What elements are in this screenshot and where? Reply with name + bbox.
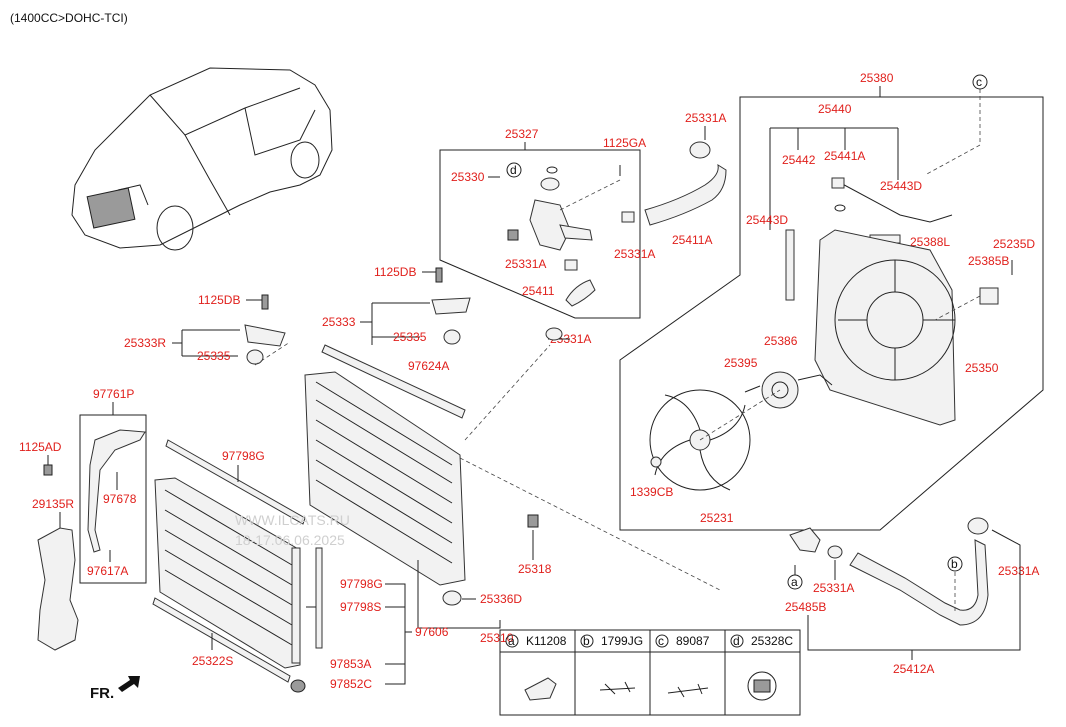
label-25411: 25411 (522, 284, 555, 298)
label-25386: 25386 (764, 334, 798, 348)
label-1125GA: 1125GA (603, 136, 646, 150)
label-25485B: 25485B (785, 600, 826, 614)
callout-d (506, 162, 522, 178)
legend-letter-c: c (658, 634, 664, 648)
legend-letter-a: a (508, 634, 515, 648)
label-97606: 97606 (415, 625, 449, 639)
legend-row-b: b 1799JG (580, 634, 643, 695)
label-29135R: 29135R (32, 497, 74, 511)
label-25442: 25442 (782, 153, 816, 167)
label-97852C: 97852C (330, 677, 372, 691)
label-25330: 25330 (451, 170, 485, 184)
label-97617A: 97617A (87, 564, 128, 578)
label-25322S: 25322S (192, 654, 233, 668)
label-25441A: 25441A (824, 149, 865, 163)
label-25395: 25395 (724, 356, 758, 370)
condenser-group: 97798G 25322S 97798G 97798S 97606 97853A… (152, 439, 449, 693)
label-1125AD: 1125AD (19, 440, 62, 454)
label-25333R: 25333R (124, 336, 166, 350)
label-25335-left: 25335 (197, 349, 231, 363)
label-25231: 25231 (700, 511, 734, 525)
fan-shroud-group: 25380 c 25440 25442 25441A 25443D 25443D… (619, 71, 1044, 531)
radiator-group: 25310 25336D 25318 (304, 344, 721, 645)
engine-spec-header: (1400CC>DOHC-TCI) (10, 11, 128, 25)
label-25380: 25380 (860, 71, 894, 85)
label-25336D: 25336D (480, 592, 522, 606)
label-25440: 25440 (818, 102, 852, 116)
legend-row-a: a K11208 (505, 634, 567, 701)
legend-row-d: d 25328C (730, 634, 793, 701)
callout-d-letter: d (510, 163, 517, 177)
label-25385B: 25385B (968, 254, 1009, 268)
legend-letter-b: b (583, 634, 590, 648)
label-25411A: 25411A (672, 233, 712, 247)
legend-table: a K11208 b 1799JG c 89087 d 25328C (499, 629, 801, 716)
lower-hose-group: a 25485B 25331A 25331A b 25412A (785, 517, 1039, 676)
label-25350: 25350 (965, 361, 999, 375)
vehicle-illustration (71, 67, 333, 251)
label-25331A-right: 25331A (998, 564, 1039, 578)
label-97678: 97678 (103, 492, 137, 506)
front-direction-indicator: FR. (90, 676, 140, 702)
label-25443D-left: 25443D (746, 213, 788, 227)
label-97761P: 97761P (93, 387, 134, 401)
reservoir-group: 25327 1125GA 25330 d 25331A 25331A 25411 (439, 127, 655, 319)
label-25331A-lower: 25331A (813, 581, 854, 595)
label-25310: 25310 (480, 631, 514, 645)
legend-code-a: K11208 (526, 634, 567, 648)
callout-b-letter: b (951, 557, 958, 571)
callout-a-letter: a (791, 575, 798, 589)
front-arrow-icon (118, 676, 140, 692)
label-25333: 25333 (322, 315, 356, 329)
left-bracket-group: 97761P 97678 97617A 1125AD 29135R (19, 387, 147, 651)
label-97798G-top: 97798G (222, 449, 265, 463)
label-1125DB-left: 1125DB (198, 293, 240, 307)
callout-c-letter: c (976, 75, 982, 89)
legend-code-d: 25328C (751, 634, 793, 648)
label-97798G-bottom: 97798G (340, 577, 383, 591)
label-1339CB: 1339CB (630, 485, 673, 499)
upper-hose-group: 25331A 25411A (644, 111, 727, 247)
label-1125DB-right: 1125DB (374, 265, 416, 279)
label-25331A-reservoir: 25331A (505, 257, 546, 271)
callout-b (947, 556, 963, 572)
label-25331A-top: 25331A (685, 111, 726, 125)
label-25412A: 25412A (893, 662, 934, 676)
label-25443D-top: 25443D (880, 179, 922, 193)
legend-letter-d: d (733, 634, 740, 648)
legend-code-c: 89087 (676, 634, 710, 648)
label-25388L: 25388L (910, 235, 950, 249)
label-97798S: 97798S (340, 600, 381, 614)
legend-code-b: 1799JG (601, 634, 643, 648)
radiator-mount-group: 1125DB 25333 25335 25331A 97624A 1125DB … (124, 265, 591, 419)
label-97624A: 97624A (408, 359, 449, 373)
watermark-date: 18-17.06.06.2025 (235, 532, 345, 548)
label-25335-right: 25335 (393, 330, 427, 344)
label-97853A: 97853A (330, 657, 371, 671)
front-label: FR. (90, 685, 114, 702)
watermark-site: WWW.ILCATS.RU (235, 512, 350, 528)
label-25331A-middle: 25331A (614, 247, 655, 261)
label-25327: 25327 (505, 127, 539, 141)
legend-row-c: c 89087 (655, 634, 710, 698)
label-25235D: 25235D (993, 237, 1035, 251)
label-25318: 25318 (518, 562, 552, 576)
